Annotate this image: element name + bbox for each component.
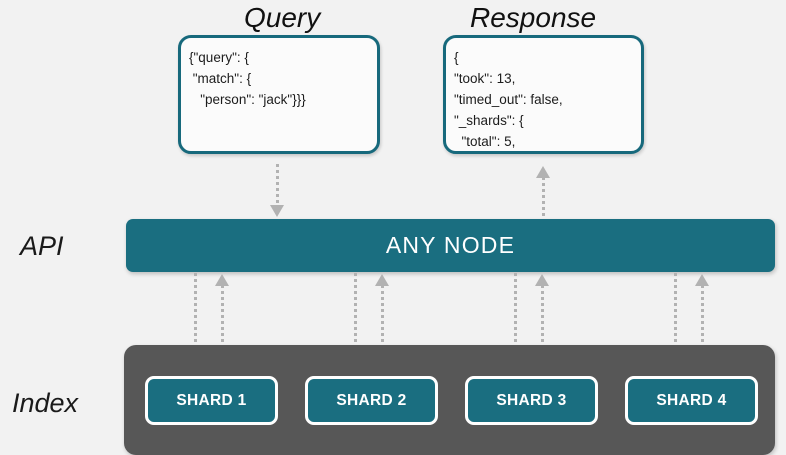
query-json-line: "person": "jack"}}} [189, 92, 306, 107]
arrow-stem [381, 285, 384, 379]
arrow-stem [541, 285, 544, 379]
shard-box: SHARD 4 [625, 376, 758, 425]
arrow-stem [354, 273, 357, 349]
arrow-up-dotted-icon [375, 273, 390, 379]
arrow-head [375, 274, 389, 286]
response-json-line: "total": 5, [454, 134, 516, 149]
response-panel-title: Response [470, 2, 597, 33]
diagram-canvas: API Index Query {"query": { "match": { "… [12, 2, 775, 455]
any-node-label: ANY NODE [385, 232, 516, 258]
query-panel-title: Query [244, 2, 321, 33]
arrow-head [215, 274, 229, 286]
arrow-head [535, 274, 549, 286]
index-container: SHARD 1 SHARD 2 SHARD 3 SHARD 4 [124, 345, 775, 455]
response-json-line: "timed_out": false, [454, 92, 563, 107]
arrow-head [695, 274, 709, 286]
api-section-label: API [20, 231, 64, 261]
arrow-stem [542, 177, 545, 220]
query-json-line: "match": { [189, 71, 252, 86]
arrow-stem [276, 164, 279, 207]
response-json-line: "took": 13, [454, 71, 516, 86]
arrow-up-dotted-icon [536, 163, 551, 220]
query-json-panel: {"query": { "match": { "person": "jack"}… [178, 35, 380, 154]
arrow-down-dotted-icon [270, 164, 285, 220]
response-json-line: "_shards": { [454, 113, 524, 128]
response-json-panel: { "took": 13, "timed_out": false, "_shar… [443, 35, 644, 154]
arrow-up-dotted-icon [695, 273, 710, 379]
query-json-line: {"query": { [189, 50, 249, 65]
arrow-stem [514, 273, 517, 349]
response-json-line: { [454, 50, 459, 65]
shard-box: SHARD 2 [305, 376, 438, 425]
arrow-head [270, 205, 284, 217]
shard-box: SHARD 1 [145, 376, 278, 425]
any-node-bar: ANY NODE [126, 219, 775, 272]
arrow-head [536, 166, 550, 178]
arrow-stem [674, 273, 677, 349]
index-section-label: Index [12, 388, 79, 418]
arrow-up-dotted-icon [535, 273, 550, 379]
arrow-up-dotted-icon [215, 273, 230, 379]
arrow-stem [221, 285, 224, 379]
arrow-stem [701, 285, 704, 379]
shard-box: SHARD 3 [465, 376, 598, 425]
arrow-stem [194, 273, 197, 349]
